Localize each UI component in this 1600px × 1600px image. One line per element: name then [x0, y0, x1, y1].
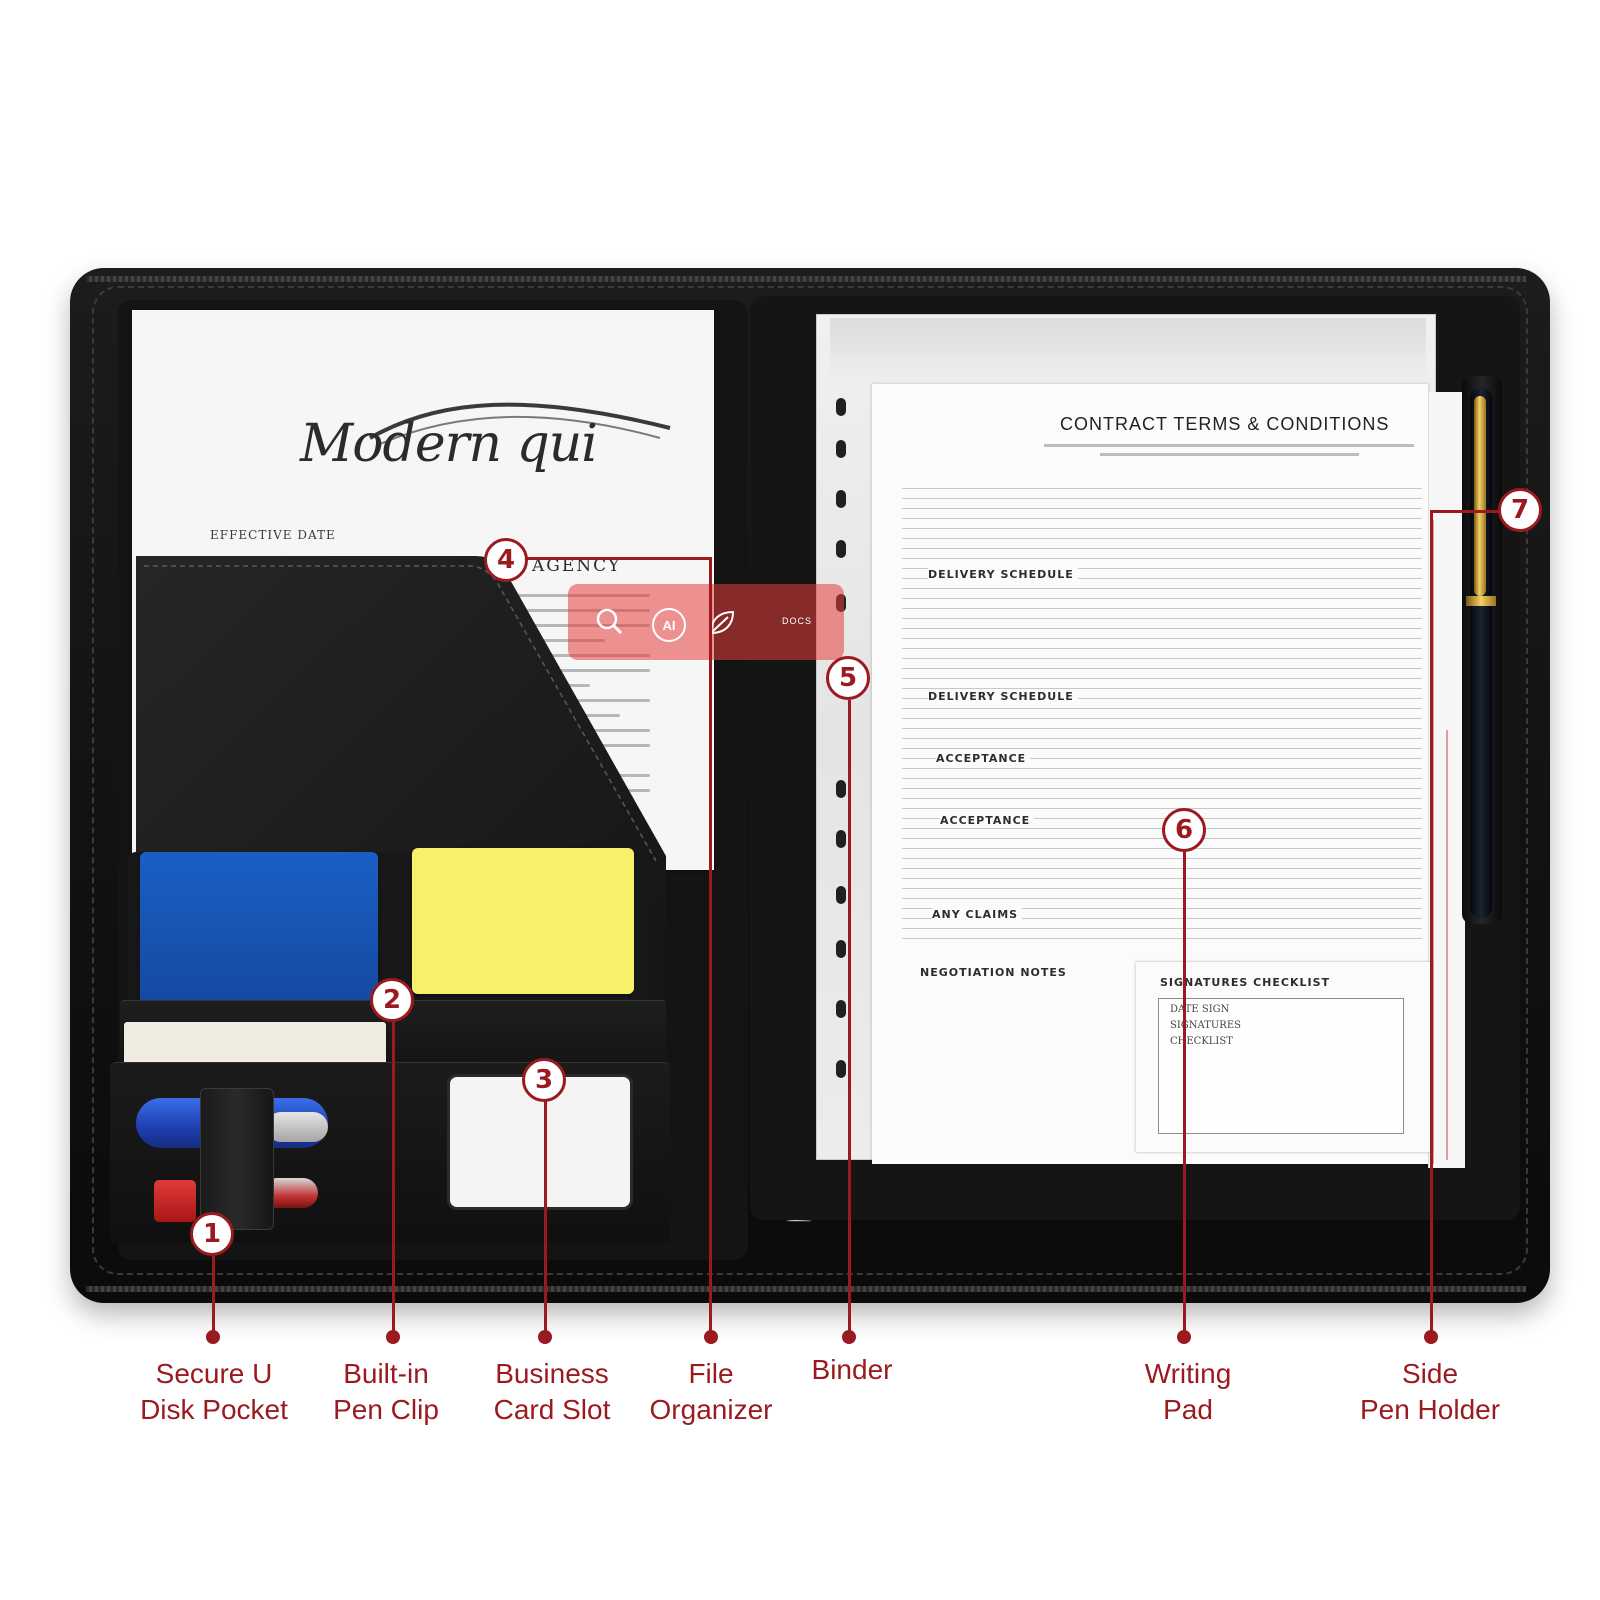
leader-dot [1177, 1330, 1191, 1344]
checklist-item: DATE SIGN [1170, 1004, 1230, 1015]
leader-dot [842, 1330, 856, 1344]
punch-hole [836, 540, 846, 558]
ai-icon[interactable]: AI [652, 608, 686, 642]
leader-dot [538, 1330, 552, 1344]
feature-label-line: Pen Clip [333, 1394, 439, 1425]
checklist-title: SIGNATURES CHECKLIST [1160, 976, 1330, 989]
callout-7: 7 [1498, 488, 1542, 532]
usb-drive-red[interactable] [154, 1180, 196, 1222]
leader-line-3 [544, 1100, 547, 1336]
leader-dot [386, 1330, 400, 1344]
leader-dot [704, 1330, 718, 1344]
feature-label-business-card-slot: Business Card Slot [470, 1356, 634, 1428]
effective-date-label: EFFECTIVE DATE [210, 528, 336, 542]
document-heading: AGENCY [532, 556, 622, 576]
leader-dot [206, 1330, 220, 1344]
zipper-track-top [86, 276, 1526, 282]
leaf-icon[interactable] [706, 608, 736, 638]
punch-hole [836, 490, 846, 508]
pad-margin-line [1432, 520, 1434, 1164]
pad-ruled-lines-1 [902, 488, 1422, 948]
feature-label-line: Writing [1144, 1358, 1232, 1389]
feature-label-line: Pad [1163, 1394, 1213, 1425]
search-icon[interactable] [594, 606, 624, 636]
feature-label-line: Secure U [155, 1358, 273, 1389]
zipper-track-bottom [86, 1286, 1526, 1292]
checklist-box [1158, 998, 1404, 1134]
punch-hole [836, 1060, 846, 1078]
checklist-item: SIGNATURES [1170, 1020, 1241, 1031]
callout-5: 5 [826, 656, 870, 700]
pad-section-label: DELIVERY SCHEDULE [928, 690, 1078, 703]
punch-hole [836, 830, 846, 848]
leader-line-7 [1430, 510, 1433, 1336]
feature-label-line: Pen Holder [1359, 1394, 1501, 1425]
overlay-toolbar[interactable] [568, 584, 844, 660]
usb-drive-blue-cap [266, 1112, 328, 1142]
pad-section-label: ANY CLAIMS [932, 908, 1023, 921]
pen-band [1466, 596, 1496, 606]
leader-line-2 [392, 1020, 395, 1336]
leader-line-4-horizontal [526, 557, 710, 560]
feature-label-built-in-pen-clip: Built-in Pen Clip [316, 1356, 456, 1428]
toolbar-more-label[interactable]: DOCS [782, 616, 813, 626]
feature-label-line: Disk Pocket [140, 1394, 288, 1425]
feature-label-line: Card Slot [493, 1394, 611, 1425]
feature-label-side-pen-holder: Side Pen Holder [1340, 1356, 1520, 1428]
callout-6: 6 [1162, 808, 1206, 852]
leader-line-5 [848, 700, 851, 1336]
punch-hole [836, 398, 846, 416]
feature-label-writing-pad: Writing Pad [1122, 1356, 1254, 1428]
yellow-business-card[interactable] [412, 848, 634, 994]
pad-section-label: ACCEPTANCE [940, 814, 1035, 827]
feature-label-line: Built-in [343, 1358, 429, 1389]
leader-line-1 [212, 1256, 215, 1336]
feature-label-line: File [688, 1358, 734, 1389]
leader-line-4 [709, 557, 712, 1336]
callout-3: 3 [522, 1058, 566, 1102]
pad-section-label: DELIVERY SCHEDULE [928, 568, 1078, 581]
punch-hole [836, 780, 846, 798]
checklist-item: CHECKLIST [1170, 1036, 1233, 1047]
brand-logo: Modern qui [300, 414, 598, 474]
feature-label-line: Business [495, 1358, 609, 1389]
pen-clip [1474, 396, 1486, 596]
feature-label-binder: Binder [796, 1352, 908, 1388]
leader-line-6 [1183, 850, 1186, 1336]
feature-label-line: Organizer [649, 1394, 773, 1425]
callout-4: 4 [484, 538, 528, 582]
pad-section-label: NEGOTIATION NOTES [920, 966, 1071, 979]
usb-elastic-strap [200, 1088, 274, 1230]
pad-section-label: ACCEPTANCE [936, 752, 1031, 765]
feature-label-secure-u-disk-pocket: Secure U Disk Pocket [112, 1356, 316, 1428]
sheet-protector-top [830, 318, 1426, 384]
callout-2: 2 [370, 978, 414, 1022]
feature-label-line: Side [1401, 1358, 1459, 1389]
pad-margin-line [1446, 730, 1448, 1160]
punch-hole [836, 940, 846, 958]
pad-title: CONTRACT TERMS & CONDITIONS [1060, 414, 1390, 434]
feature-label-file-organizer: File Organizer [636, 1356, 786, 1428]
punch-hole [836, 440, 846, 458]
leader-dot [1424, 1330, 1438, 1344]
punch-hole [836, 886, 846, 904]
feature-label-line: Binder [811, 1354, 893, 1385]
brand-swoosh-graphic [369, 402, 671, 445]
callout-1: 1 [190, 1212, 234, 1256]
blue-business-card[interactable] [140, 852, 378, 1012]
punch-hole [836, 1000, 846, 1018]
leader-line-7-horizontal [1430, 510, 1502, 513]
pad-subtitle-lines [1044, 444, 1414, 465]
